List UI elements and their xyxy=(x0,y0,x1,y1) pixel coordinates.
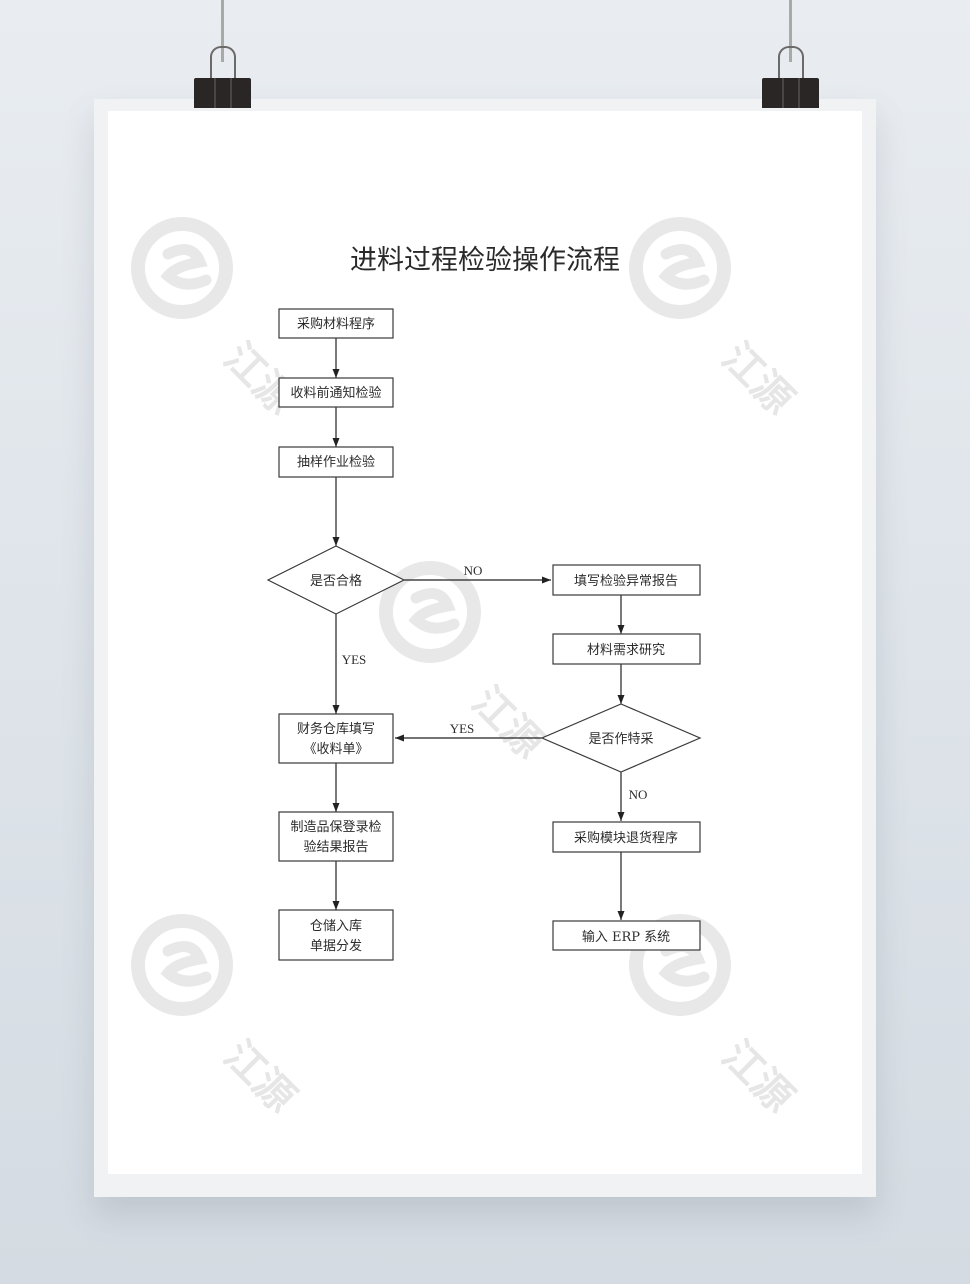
node-return-procedure: 采购模块退货程序 xyxy=(552,821,701,853)
watermark-text: 江源 xyxy=(215,1033,304,1122)
node-erp-input: 输入 ERP 系统 xyxy=(552,920,701,951)
edge-label-no: NO xyxy=(629,787,648,802)
node-label-line2: 验结果报告 xyxy=(303,839,368,855)
node-label: 输入 ERP 系统 xyxy=(582,929,670,945)
node-label-line1: 财务仓库填写 xyxy=(297,721,375,737)
node-abnormal-report: 填写检验异常报告 xyxy=(552,564,701,596)
swirl-e-logo-icon xyxy=(138,921,226,1009)
node-qa-report: 制造品保登录检 验结果报告 xyxy=(278,811,394,862)
node-label-line1: 制造品保登录检 xyxy=(290,820,381,835)
connector-group xyxy=(332,338,625,920)
node-label: 采购模块退货程序 xyxy=(574,830,678,846)
node-purchase-procedure: 采购材料程序 xyxy=(278,308,394,339)
watermark-group: 江源 江源 江源 江源 江源 xyxy=(138,224,802,1122)
edge-label-yes: YES xyxy=(342,652,367,667)
decision-label: 是否作特采 xyxy=(588,732,653,747)
watermark-text: 江源 xyxy=(713,1033,802,1122)
node-warehousing: 仓储入库 单据分发 xyxy=(278,909,394,961)
node-label: 材料需求研究 xyxy=(587,643,665,658)
node-pre-receipt-notice: 收料前通知检验 xyxy=(278,377,394,408)
node-label: 抽样作业检验 xyxy=(297,454,375,470)
node-finance-warehouse: 财务仓库填写 《收料单》 xyxy=(278,713,394,764)
poster-sheet xyxy=(108,111,862,1174)
right-hanging-string xyxy=(789,0,792,62)
node-sampling-inspection: 抽样作业检验 xyxy=(278,446,394,478)
node-material-study: 材料需求研究 xyxy=(552,633,701,665)
decision-special-purchase: 是否作特采 xyxy=(540,703,702,773)
swirl-e-logo-icon xyxy=(138,224,226,312)
decision-label: 是否合格 xyxy=(310,573,362,589)
edge-label-yes: YES xyxy=(450,721,475,736)
decision-is-qualified: 是否合格 xyxy=(266,545,406,615)
page-title: 进料过程检验操作流程 xyxy=(350,245,620,276)
node-label: 填写检验异常报告 xyxy=(574,573,678,589)
swirl-e-logo-icon xyxy=(636,224,724,312)
node-label-line2: 单据分发 xyxy=(310,938,362,954)
node-label: 收料前通知检验 xyxy=(290,385,381,401)
watermark-text: 江源 xyxy=(463,679,552,768)
left-hanging-string xyxy=(221,0,224,62)
edge-label-no: NO xyxy=(464,563,483,578)
node-label-line2: 《收料单》 xyxy=(303,742,368,757)
node-label: 采购材料程序 xyxy=(297,316,375,332)
watermark-text: 江源 xyxy=(713,335,802,424)
node-label-line1: 仓储入库 xyxy=(310,918,362,934)
